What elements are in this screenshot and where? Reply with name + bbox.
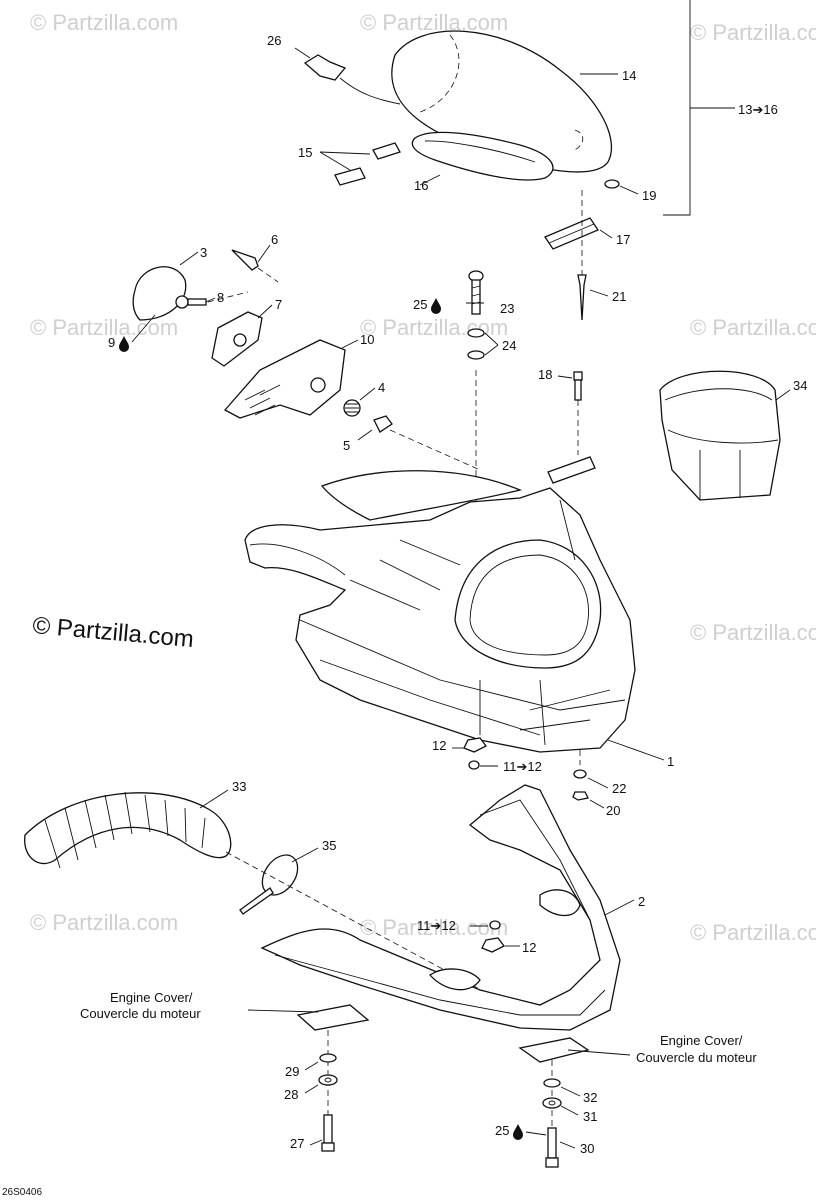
callout-10: 10 — [360, 332, 374, 347]
callout-28: 28 — [284, 1087, 298, 1102]
callout-12: 12 — [432, 738, 446, 753]
callout-33: 33 — [232, 779, 246, 794]
callout-3: 3 — [200, 245, 207, 260]
bracket-13-16: 13➔16 — [663, 0, 778, 216]
hose: 33 — [24, 779, 246, 869]
watermark-text: © Partzilla.com — [30, 315, 178, 340]
callout-5: 5 — [343, 438, 350, 453]
fasteners-left: 29 28 27 — [284, 1030, 338, 1152]
watermark-text: © Partzilla.com — [690, 20, 816, 45]
watermark-text: © Partzilla.com — [360, 10, 508, 35]
callout-9: 9 — [108, 335, 115, 350]
callout-25: 25 — [495, 1123, 509, 1138]
mirror: 3 — [132, 245, 207, 321]
callout-20: 20 — [606, 803, 620, 818]
body-top-deck: 1 — [244, 470, 674, 769]
thread-locker-drop-icon — [431, 298, 441, 314]
callout-19: 19 — [642, 188, 656, 203]
screw-23: 23 25 — [413, 270, 514, 316]
copyright-text: © Partzilla.com — [31, 612, 194, 653]
hinge-17: 17 — [544, 217, 630, 250]
callout-30: 30 — [580, 1141, 594, 1156]
seat-base: 16 — [411, 131, 554, 193]
engine-cover-label: Engine Cover/ — [660, 1033, 743, 1048]
callout-8: 8 — [217, 290, 224, 305]
seat-pads: 15 — [298, 142, 401, 186]
callout-26: 26 — [267, 33, 281, 48]
watermark-text: © Partzilla.com — [690, 315, 816, 340]
callout-15: 15 — [298, 145, 312, 160]
engine-cover-label: Engine Cover/ — [110, 990, 193, 1005]
screw-18: 18 — [538, 367, 583, 401]
callout-29: 29 — [285, 1064, 299, 1079]
rivet-21: 21 — [577, 274, 626, 321]
spring-4: 4 — [343, 380, 385, 417]
callout-11-12: 11➔12 — [417, 918, 456, 933]
thread-locker-drop-icon — [513, 1124, 523, 1140]
callout-22: 22 — [612, 781, 626, 796]
callout-18: 18 — [538, 367, 552, 382]
watermark-text: © Partzilla.com — [360, 915, 508, 940]
callout-34: 34 — [793, 378, 807, 393]
watermark-text: © Partzilla.com — [360, 315, 508, 340]
callout-32: 32 — [583, 1090, 597, 1105]
washers-24: 24 — [467, 328, 516, 360]
clip-5: 5 — [343, 415, 481, 471]
thread-locker-drop-icon — [119, 336, 129, 352]
engine-cover-label: Couvercle du moteur — [80, 1006, 201, 1021]
callout-25: 25 — [413, 297, 427, 312]
callout-24: 24 — [502, 338, 516, 353]
callout-21: 21 — [612, 289, 626, 304]
screw-6: 6 — [231, 232, 278, 283]
fasteners-right: 32 31 30 25 — [495, 1060, 597, 1168]
callout-11-12: 11➔12 — [503, 759, 542, 774]
insert-11-12-lower: 11➔12 12 — [417, 918, 536, 955]
washer-19: 19 — [604, 179, 656, 203]
engine-cover-label: Couvercle du moteur — [636, 1050, 757, 1065]
callout-14: 14 — [622, 68, 636, 83]
storage-bin: 34 — [659, 370, 807, 501]
latch: 26 — [267, 33, 401, 105]
side-housing: 10 — [223, 332, 374, 419]
callout-16: 16 — [414, 178, 428, 193]
bolt-8: 8 9 — [108, 290, 249, 352]
cable-tie: 35 — [225, 838, 501, 1001]
callout-27: 27 — [290, 1136, 304, 1151]
watermark-text: © Partzilla.com — [690, 620, 816, 645]
engine-cover-pad-right: Engine Cover/ Couvercle du moteur — [518, 1033, 757, 1065]
callout-31: 31 — [583, 1109, 597, 1124]
callout-13-16: 13➔16 — [738, 102, 778, 117]
mirror-mount: 7 — [211, 297, 282, 367]
watermark-text: © Partzilla.com — [30, 10, 178, 35]
callout-4: 4 — [378, 380, 385, 395]
callout-35: 35 — [322, 838, 336, 853]
watermark-text: © Partzilla.com — [30, 910, 178, 935]
washer-22-nut-20: 22 20 — [572, 769, 626, 818]
engine-cover-pad-left: Engine Cover/ Couvercle du moteur — [80, 990, 370, 1031]
diagram-code: 26S0406 — [2, 1187, 42, 1198]
insert-11-12: 12 11➔12 — [432, 737, 542, 774]
callout-6: 6 — [271, 232, 278, 247]
callout-2: 2 — [638, 894, 645, 909]
lower-cover: 2 — [260, 784, 645, 1031]
callout-7: 7 — [275, 297, 282, 312]
callout-23: 23 — [500, 301, 514, 316]
callout-17: 17 — [616, 232, 630, 247]
callout-12: 12 — [522, 940, 536, 955]
watermark-text: © Partzilla.com — [690, 920, 816, 945]
callout-1: 1 — [667, 754, 674, 769]
